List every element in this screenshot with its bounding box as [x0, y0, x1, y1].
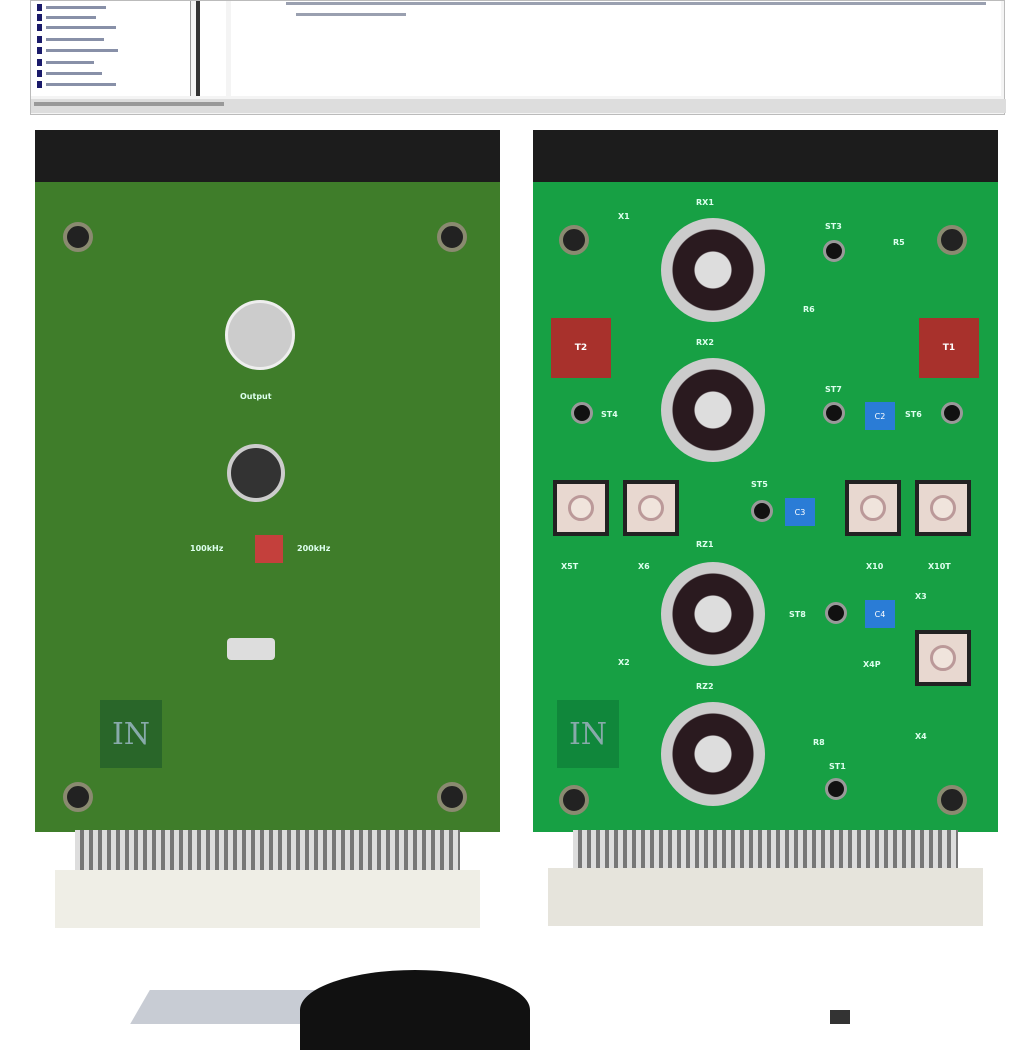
mounting-hole [937, 225, 967, 255]
label-st4: ST4 [601, 410, 618, 419]
software-window-screenshot [30, 0, 1006, 115]
mounting-hole [559, 785, 589, 815]
left-pcb-board: Output 100kHz 200kHz IN [35, 130, 500, 928]
tree-item[interactable] [37, 3, 167, 11]
tree-panel [31, 1, 191, 96]
bnc-connector[interactable] [915, 480, 971, 536]
rotary-switch-rz1[interactable] [661, 562, 765, 666]
probe-body [300, 970, 530, 1050]
probe-tip [830, 1010, 850, 1024]
transformer-t2: T2 [551, 318, 611, 378]
rotary-switch-rx2[interactable] [661, 358, 765, 462]
label-st8: ST8 [789, 610, 806, 619]
label-r6: R6 [803, 305, 815, 314]
test-jack-st1[interactable] [825, 778, 847, 800]
pcb [35, 182, 500, 832]
test-jack-st4[interactable] [571, 402, 593, 424]
test-jack-st3[interactable] [823, 240, 845, 262]
label-x5t: X5T [561, 562, 579, 571]
edge-connector-pins [75, 830, 460, 870]
front-panel-edge [35, 130, 500, 182]
tree-item[interactable] [37, 58, 167, 66]
label-st5: ST5 [751, 480, 768, 489]
label-x4p: X4P [863, 660, 881, 669]
test-jack-st5[interactable] [751, 500, 773, 522]
tree-item[interactable] [37, 35, 167, 43]
label-st3: ST3 [825, 222, 842, 231]
label-x10t: X10T [928, 562, 951, 571]
mounting-hole [437, 222, 467, 252]
right-pcb-board: T2 T1 C2 C3 C4 X1 RX1 ST3 R5 R6 RX2 ST4 … [533, 130, 998, 926]
label-x4: X4 [915, 732, 927, 741]
status-bar [31, 99, 1006, 113]
label-rx1: RX1 [696, 198, 714, 207]
label-r8: R8 [813, 738, 825, 747]
label-x10: X10 [866, 562, 884, 571]
bnc-connector-x4p[interactable] [915, 630, 971, 686]
label-st7: ST7 [825, 385, 842, 394]
capacitor-c3: C3 [785, 498, 815, 526]
mounting-hole [63, 782, 93, 812]
front-panel-edge [533, 130, 998, 182]
capacitor-c4: C4 [865, 600, 895, 628]
edge-connector [55, 870, 480, 928]
label-x3: X3 [915, 592, 927, 601]
mounting-hole [559, 225, 589, 255]
label-rz2: RZ2 [696, 682, 714, 691]
freq-low-label: 100kHz [190, 544, 224, 553]
label-x2: X2 [618, 658, 630, 667]
oscillator-component [225, 300, 295, 370]
mounting-hole [437, 782, 467, 812]
logo: IN [100, 700, 162, 768]
transformer-t1: T1 [919, 318, 979, 378]
crystal [227, 638, 275, 660]
tree-item[interactable] [37, 46, 167, 54]
potentiometer [227, 444, 285, 502]
capacitor-c2: C2 [865, 402, 895, 430]
mounting-hole [937, 785, 967, 815]
line-gutter [196, 1, 226, 96]
test-jack-st8[interactable] [825, 602, 847, 624]
text-area[interactable] [231, 1, 1001, 96]
label-x6: X6 [638, 562, 650, 571]
rotary-switch-rx1[interactable] [661, 218, 765, 322]
edge-connector-pins [573, 830, 958, 870]
label-st6: ST6 [905, 410, 922, 419]
test-jack-st7[interactable] [823, 402, 845, 424]
edge-connector [548, 868, 983, 926]
logo: IN [557, 700, 619, 768]
test-jack-st6[interactable] [941, 402, 963, 424]
frequency-switch [255, 535, 283, 563]
rotary-switch-rz2[interactable] [661, 702, 765, 806]
bnc-connector[interactable] [623, 480, 679, 536]
tree-item[interactable] [37, 23, 167, 31]
mounting-hole [63, 222, 93, 252]
label-rx2: RX2 [696, 338, 714, 347]
tree-item[interactable] [37, 80, 167, 88]
tree-item[interactable] [37, 13, 167, 21]
label-x1: X1 [618, 212, 630, 221]
bnc-connector[interactable] [553, 480, 609, 536]
bnc-connector[interactable] [845, 480, 901, 536]
output-label: Output [240, 392, 272, 401]
label-st1: ST1 [829, 762, 846, 771]
freq-high-label: 200kHz [297, 544, 331, 553]
label-r5: R5 [893, 238, 905, 247]
tree-item[interactable] [37, 69, 167, 77]
label-rz1: RZ1 [696, 540, 714, 549]
